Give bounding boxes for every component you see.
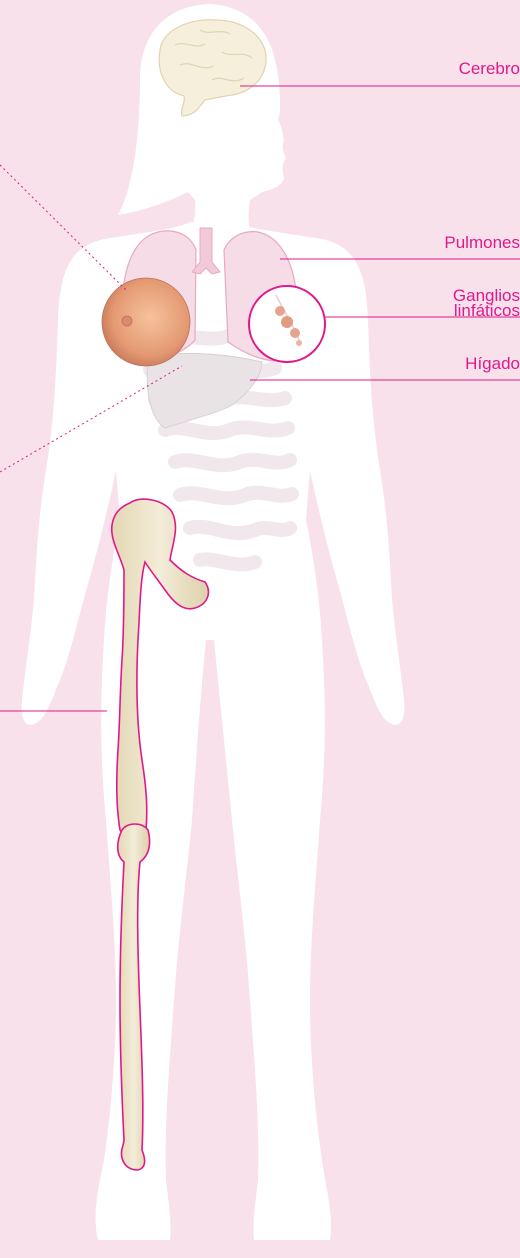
brain-label: Cerebro bbox=[459, 60, 520, 77]
lungs-label: Pulmones bbox=[444, 234, 520, 251]
liver-label: Hígado bbox=[465, 355, 520, 372]
body-silhouette bbox=[22, 4, 405, 1240]
breast-organ bbox=[102, 278, 190, 366]
lymph-nodes-label-line2: linfáticos bbox=[454, 303, 520, 318]
lymph-node-magnifier bbox=[249, 286, 325, 362]
breast-connector-dotted-upper bbox=[0, 165, 126, 290]
